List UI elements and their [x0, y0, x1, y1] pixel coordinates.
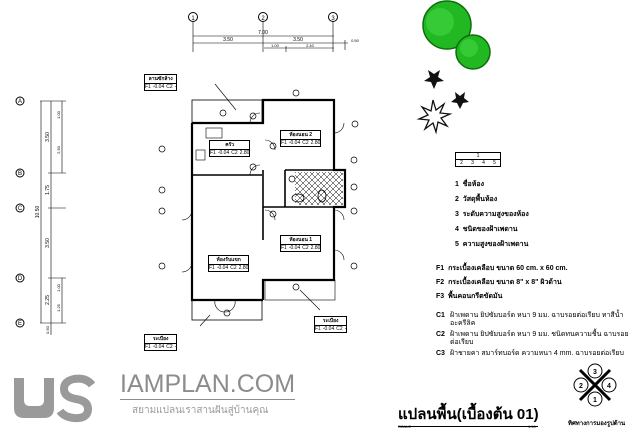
svg-text:1: 1 [593, 397, 597, 404]
svg-text:3.50: 3.50 [223, 37, 233, 43]
svg-text:1: 1 [191, 16, 195, 22]
scale-label: SCALE [398, 424, 412, 429]
legend-item: 2 วัสดุพื้นห้อง [455, 196, 498, 203]
room-name: ลานซักล้าง [148, 76, 173, 82]
svg-text:7.00: 7.00 [258, 30, 268, 36]
svg-text:3.50: 3.50 [293, 37, 303, 43]
tree-symbols [416, 0, 491, 135]
scale-value: 1:50 [528, 424, 536, 429]
view-markers [158, 89, 359, 317]
svg-text:0.50: 0.50 [45, 325, 50, 334]
svg-text:0.50: 0.50 [351, 38, 360, 43]
room-name: ระเบียง [152, 336, 169, 342]
floor-finish-legend: F1 กระเบื้องเคลือบ ขนาด 60 cm. x 60 cm. … [436, 265, 568, 300]
compass-caption: ทิศทางการมองรูปด้าน [568, 421, 626, 427]
grid-column-markers: 1 2 3 [188, 12, 338, 52]
room-name: ห้องนอน 1 [289, 237, 313, 243]
legend-item: 5 ความสูงของฝ้าเพดาน [455, 241, 529, 248]
siamplan-logo-mark [14, 374, 96, 423]
room-name: ห้องนอน 2 [289, 132, 313, 138]
elevation-direction-compass: 1 2 3 4 [573, 363, 617, 407]
svg-text:1.25: 1.25 [56, 303, 61, 312]
svg-text:2.25: 2.25 [45, 295, 51, 305]
svg-text:4: 4 [607, 383, 611, 390]
svg-text:1.00: 1.00 [56, 110, 61, 119]
svg-text:1.00: 1.00 [56, 283, 61, 292]
svg-text:A: A [18, 99, 22, 105]
svg-text:3.50: 3.50 [45, 132, 51, 142]
svg-text:1.00: 1.00 [271, 43, 280, 48]
vertical-dimensions: 10.50 3.50 1.75 3.50 2.25 1.00 2.50 1.00… [35, 100, 66, 335]
legend-item: 1 ชื่อห้อง [455, 181, 484, 188]
svg-text:B: B [18, 171, 22, 177]
grid-row-markers: A B C D E [15, 96, 25, 328]
svg-text:C: C [18, 206, 23, 212]
svg-text:D: D [18, 276, 23, 282]
svg-text:1.75: 1.75 [45, 185, 51, 195]
legend-item: 4 ชนิดของฝ้าเพดาน [455, 226, 518, 233]
drawing-title: แปลนพื้น(เบื้องต้น 01) [398, 402, 539, 427]
svg-text:2.40: 2.40 [306, 43, 315, 48]
building-walls [181, 83, 347, 327]
svg-text:10.50: 10.50 [35, 206, 41, 219]
legend-items: 1 ชื่อห้อง 2 วัสดุพื้นห้อง 3 ระดับความสู… [455, 177, 529, 252]
logo-brand: IAMPLAN.COM [120, 370, 296, 400]
room-name: ระเบียง [322, 318, 339, 324]
svg-text:2.50: 2.50 [56, 145, 61, 154]
svg-text:3: 3 [593, 369, 597, 376]
svg-text:3: 3 [331, 16, 335, 22]
logo-tagline: สยามแปลนเราสานฝันสู่บ้านคุณ [132, 405, 269, 416]
svg-text:2: 2 [579, 383, 583, 390]
room-name: ครัว [225, 142, 235, 148]
horizontal-dimensions: 7.00 3.50 3.50 1.00 2.40 0.50 [193, 30, 360, 52]
svg-text:2: 2 [261, 16, 265, 22]
svg-text:3.50: 3.50 [45, 238, 51, 248]
room-name: ห้องรับแขก [216, 257, 241, 263]
legend-item: 3 ระดับความสูงของห้อง [455, 211, 529, 218]
svg-text:E: E [18, 321, 22, 327]
